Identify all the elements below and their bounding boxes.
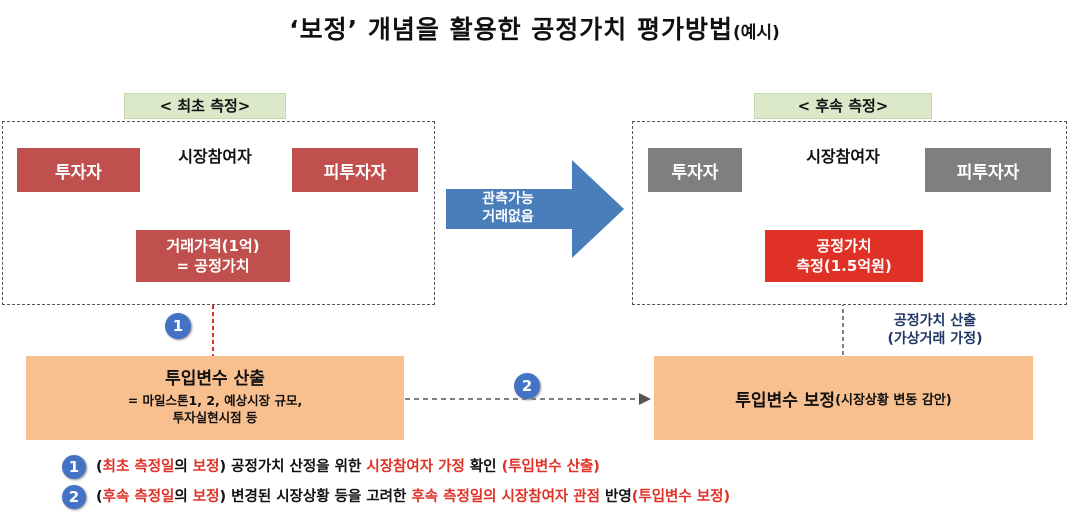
page-title: ‘보정’ 개념을 활용한 공정가치 평가방법(예시) (0, 10, 1069, 46)
big-blue-arrow (446, 160, 624, 258)
fair-value-calc-note: 공정가치 산출 (가상거래 가정) (855, 312, 1015, 348)
right-investee-box: 피투자자 (925, 148, 1051, 192)
legend-1-badge: 1 (62, 455, 86, 479)
step-1-badge: 1 (165, 313, 191, 339)
right-investor-box: 투자자 (648, 148, 742, 192)
left-investee-box: 피투자자 (292, 148, 418, 192)
input-adjust-title: 투입변수 보정 (735, 390, 836, 411)
input-calc-line2: 투자실현시점 등 (172, 409, 258, 425)
legend-1-text: ( (96, 459, 103, 475)
middle-arrow-line1: 관측가능 (482, 191, 534, 207)
legend-1-text: ) 공정가치 산정을 위한 (219, 459, 367, 475)
input-calc-line1: = 마일스톤1, 2, 예상시장 규모, (127, 392, 303, 408)
subsequent-measure-tag: < 후속 측정> (754, 93, 932, 119)
legend-1-red: 최초 측정일 (102, 459, 175, 475)
initial-measure-tag: < 최초 측정> (124, 93, 286, 119)
price-line2: = 공정가치 (176, 257, 250, 275)
legend-2-badge: 2 (62, 485, 86, 509)
calc-line2: (가상거래 가정) (887, 331, 983, 347)
input-adjust-note: (시장상황 변동 감안) (835, 392, 952, 408)
legend-1-red: 시장참여자 가정 (366, 459, 465, 475)
fv-line1: 공정가치 (816, 237, 872, 255)
no-observable-transaction-text: 관측가능 거래없음 (448, 190, 568, 226)
legend-1-text: 확인 (464, 459, 502, 475)
legend-2-text: 의 (174, 489, 193, 505)
legend-item-1: 1 (최초 측정일의 보정) 공정가치 산정을 위한 시장참여자 가정 확인 (투… (62, 455, 600, 479)
left-investor-box: 투자자 (17, 148, 140, 192)
input-adjust-box: 투입변수 보정(시장상황 변동 감안) (654, 356, 1033, 440)
legend-2-text: ) 변경된 시장상황 등을 고려한 (219, 489, 412, 505)
input-calc-title: 투입변수 산출 (165, 368, 265, 389)
legend-1-text: 의 (174, 459, 193, 475)
legend-item-2: 2 (후속 측정일의 보정) 변경된 시장상황 등을 고려한 후속 측정일의 시장… (62, 485, 730, 509)
legend-1-red: (투입변수 산출) (501, 459, 600, 475)
legend-2-red: (투입변수 보정) (631, 489, 731, 505)
transaction-price-box: 거래가격(1억) = 공정가치 (136, 230, 290, 282)
calc-line1: 공정가치 산출 (893, 313, 977, 329)
left-participant-label: 시장참여자 (152, 143, 278, 167)
price-line1: 거래가격(1억) (166, 237, 260, 255)
title-sub: (예시) (732, 23, 780, 43)
step-2-badge: 2 (514, 373, 540, 399)
legend-2-text: ( (96, 489, 103, 505)
legend-2-text: 반영 (600, 489, 632, 505)
fv-line2: 측정(1.5억원) (796, 257, 892, 275)
legend-2-red: 후속 측정일 (102, 489, 175, 505)
fair-value-box: 공정가치 측정(1.5억원) (765, 230, 923, 282)
middle-arrow-line2: 거래없음 (482, 209, 534, 225)
input-calc-box: 투입변수 산출 = 마일스톤1, 2, 예상시장 규모, 투자실현시점 등 (26, 356, 404, 440)
legend-2-red: 보정 (192, 489, 220, 505)
title-main: ‘보정’ 개념을 활용한 공정가치 평가방법 (289, 15, 733, 44)
legend-1-red: 보정 (192, 459, 220, 475)
right-participant-label: 시장참여자 (780, 143, 906, 167)
legend-2-red: 후속 측정일의 시장참여자 관점 (411, 489, 600, 505)
